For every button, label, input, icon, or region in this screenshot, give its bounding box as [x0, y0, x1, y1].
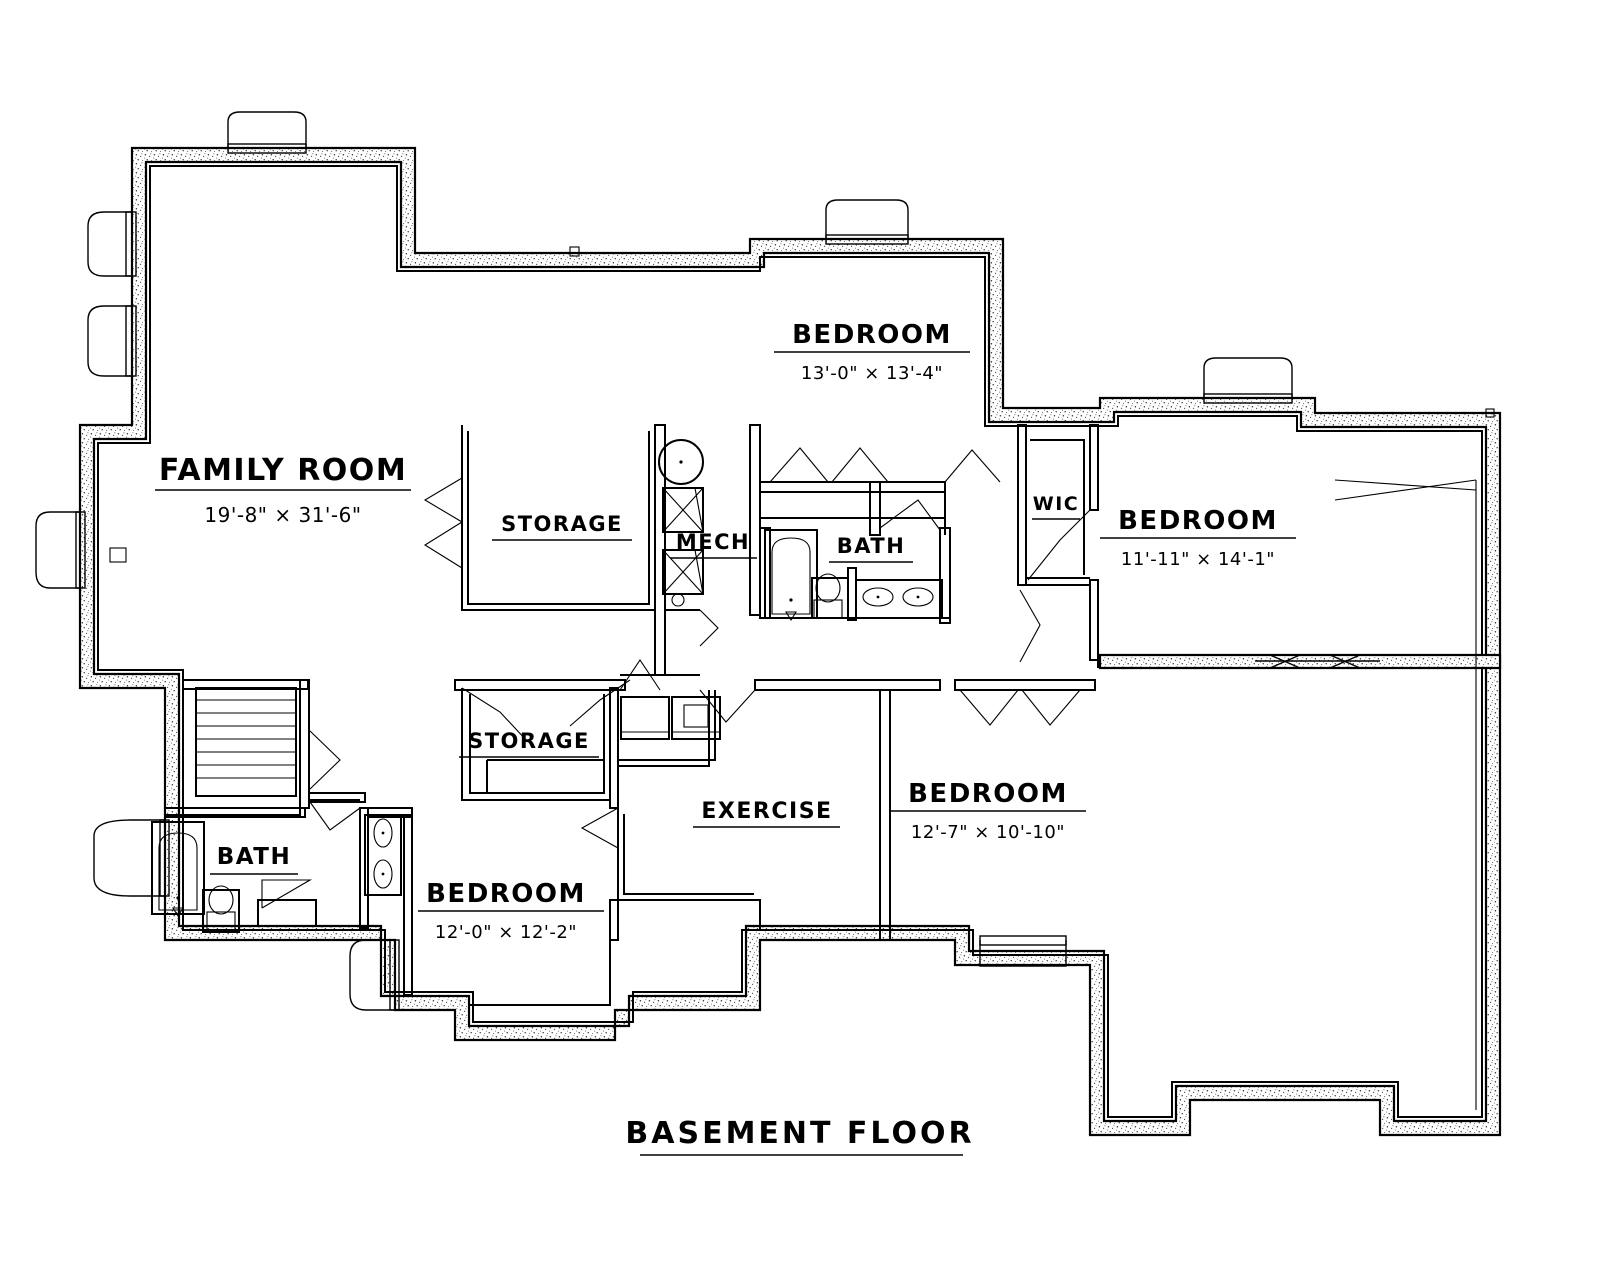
room-label-exercise: EXERCISE	[693, 799, 840, 828]
sheet-title: BASEMENT FLOOR	[625, 1116, 974, 1151]
bath-main-fixtures	[764, 529, 943, 622]
toilet-main-icon	[811, 573, 849, 619]
bedroom-east-name: BEDROOM	[1118, 506, 1278, 536]
bedroom-southeast-dimensions: 12'-7" × 10'-10"	[911, 822, 1065, 843]
bedroom-southwest-dimensions: 12'-0" × 12'-2"	[435, 922, 577, 943]
room-label-wic: WIC	[1032, 493, 1080, 520]
family-room-name: FAMILY ROOM	[159, 453, 407, 488]
room-label-bedroom-southeast: BEDROOM 12'-7" × 10'-10"	[890, 779, 1086, 843]
stair-run	[195, 687, 297, 797]
storage-lower-name: STORAGE	[468, 729, 590, 753]
vanity-lower-icon	[364, 814, 402, 896]
furnace-lower-icon	[662, 549, 704, 595]
misc-marks	[109, 246, 1495, 1110]
bedroom-north-dimensions: 13'-0" × 13'-4"	[801, 363, 943, 384]
room-labels: FAMILY ROOM 19'-8" × 31'-6" STORAGE MECH…	[155, 320, 1296, 943]
mech-equipment	[658, 439, 704, 607]
vanity-main-icon	[855, 579, 943, 619]
bath-lower-fixtures	[151, 814, 402, 933]
wic-name: WIC	[1033, 493, 1079, 515]
water-heater-icon	[658, 439, 704, 485]
room-label-family-room: FAMILY ROOM 19'-8" × 31'-6"	[155, 453, 411, 527]
window-wells	[35, 111, 1293, 1011]
door-swings	[308, 447, 1091, 849]
room-label-storage-lower: STORAGE	[459, 729, 599, 758]
family-room-dimensions: 19'-8" × 31'-6"	[204, 503, 361, 527]
garage-wing-wall	[1098, 653, 1502, 670]
toilet-lower-icon	[202, 885, 240, 933]
bath-main-name: BATH	[837, 534, 906, 558]
exercise-name: EXERCISE	[701, 799, 832, 824]
bathtub-lower-icon	[151, 821, 205, 918]
washer-icon	[620, 696, 670, 740]
bedroom-east-dimensions: 11'-11" × 14'-1"	[1121, 549, 1275, 570]
room-label-bedroom-east: BEDROOM 11'-11" × 14'-1"	[1100, 506, 1296, 570]
storage-upper-name: STORAGE	[501, 512, 623, 536]
furnace-upper-icon	[662, 487, 704, 533]
laundry-appliances	[620, 696, 721, 740]
dryer-icon	[671, 696, 721, 740]
bathtub-main-icon	[764, 529, 818, 622]
mech-name: MECH	[676, 530, 750, 554]
linen-counter-icon	[257, 879, 317, 927]
room-label-bath-main: BATH	[829, 534, 913, 563]
bedroom-southwest-name: BEDROOM	[426, 879, 586, 909]
bedroom-southeast-name: BEDROOM	[908, 779, 1068, 809]
room-label-bedroom-southwest: BEDROOM 12'-0" × 12'-2"	[418, 879, 604, 943]
room-label-bedroom-north: BEDROOM 13'-0" × 13'-4"	[774, 320, 970, 384]
room-label-mech: MECH	[670, 530, 757, 559]
interior-framing-outline	[97, 165, 1483, 1118]
sheet-title-block: BASEMENT FLOOR	[625, 1116, 974, 1156]
bath-lower-name: BATH	[217, 844, 291, 870]
room-label-bath-lower: BATH	[210, 844, 298, 875]
room-label-storage-upper: STORAGE	[492, 512, 632, 541]
bedroom-north-name: BEDROOM	[792, 320, 952, 350]
